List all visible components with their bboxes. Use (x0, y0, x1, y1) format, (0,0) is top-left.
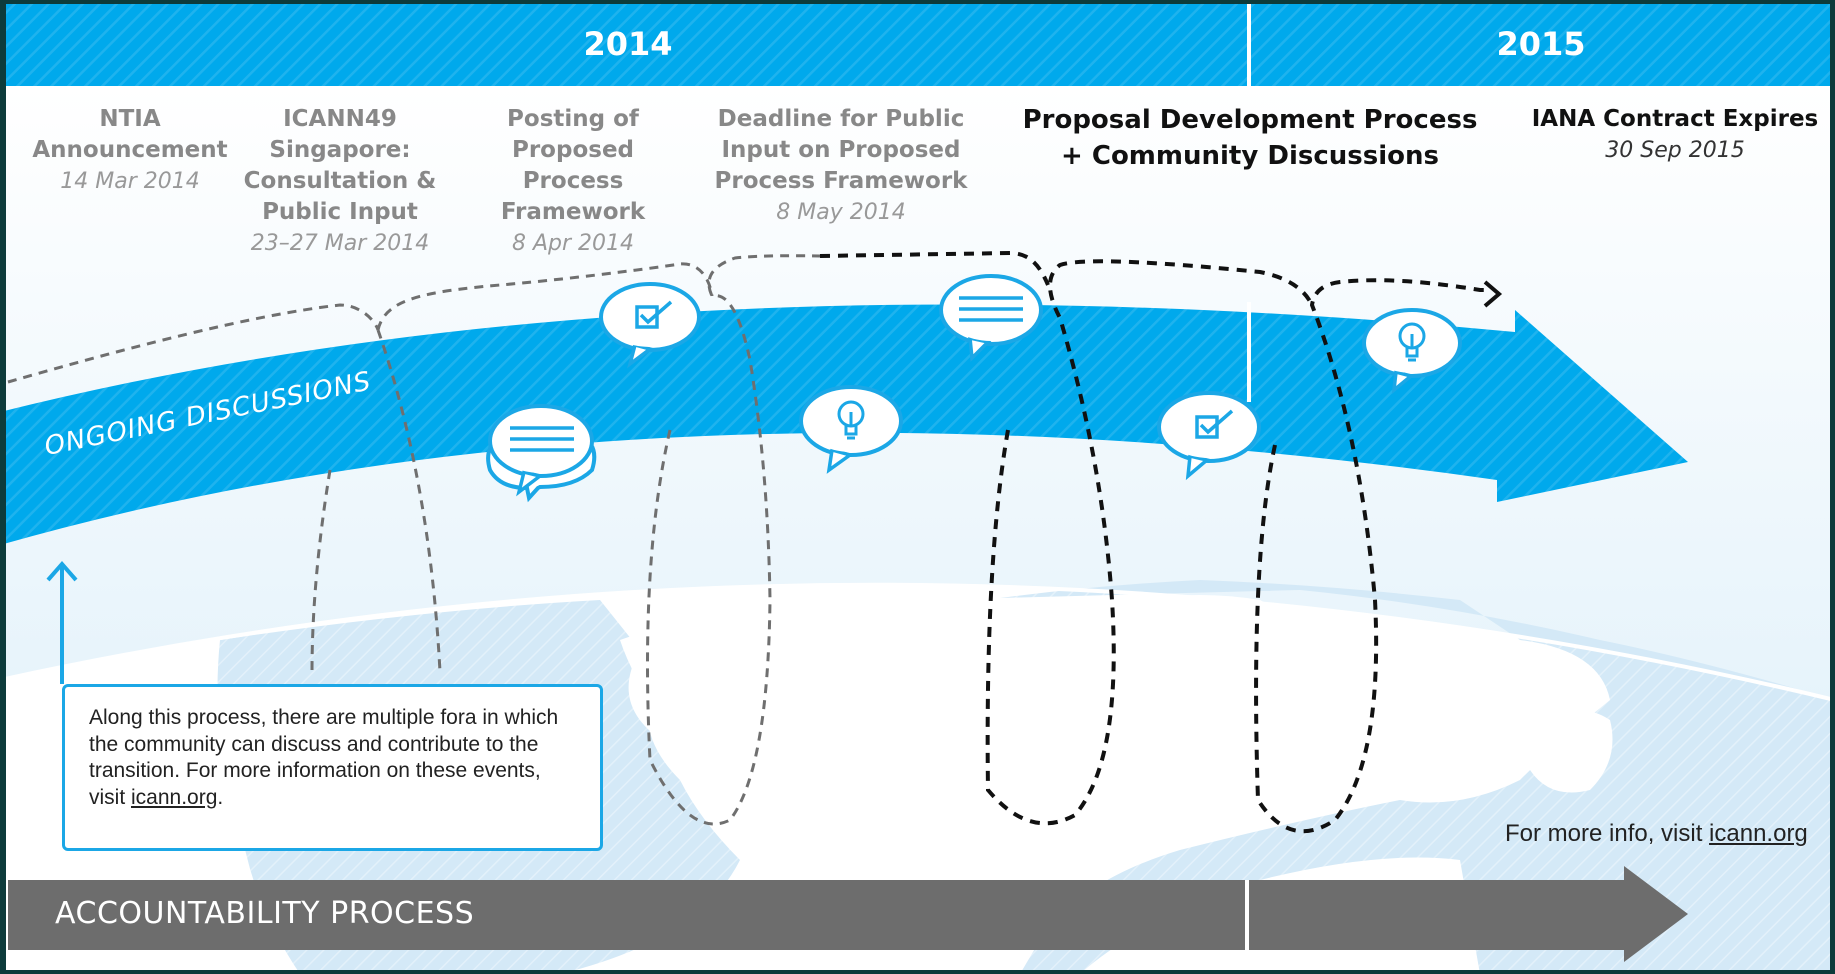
year-2015: 2015 (1496, 25, 1586, 63)
checkbox-icon (635, 300, 673, 329)
event-deadline: Deadline for Public Input on Proposed Pr… (710, 104, 972, 228)
event-title: IANA Contract Expires (1531, 106, 1819, 132)
dashed-path-gray (7, 254, 821, 826)
info-box-text-end: . (217, 785, 224, 809)
event-date: 14 Mar 2014 (60, 169, 200, 194)
event-date: 8 Apr 2014 (511, 231, 635, 256)
year-2014: 2014 (583, 25, 673, 63)
event-title: ICANN49 Singapore: Consultation & Public… (243, 106, 437, 225)
info-box-text: Along this process, there are multiple f… (89, 706, 559, 809)
accountability-process-label: ACCOUNTABILITY PROCESS (55, 896, 475, 931)
bubble-text-1 (486, 404, 597, 503)
event-title: NTIA Announcement (32, 106, 228, 163)
lightbulb-icon (837, 400, 865, 440)
accountability-arrow (8, 866, 1688, 962)
event-iana-contract: IANA Contract Expires 30 Sep 2015 (1530, 104, 1820, 166)
more-info-text: For more info, visit (1505, 820, 1710, 847)
event-date: 8 May 2014 (776, 200, 906, 225)
text-lines-icon (510, 426, 574, 452)
more-info: For more info, visit icann.org (1505, 820, 1808, 848)
info-box: Along this process, there are multiple f… (62, 684, 603, 851)
event-title: Proposal Development Process + Community… (1022, 105, 1478, 171)
event-icann49: ICANN49 Singapore: Consultation & Public… (240, 104, 440, 259)
icann-link[interactable]: icann.org (131, 785, 218, 809)
event-ntia: NTIA Announcement 14 Mar 2014 (30, 104, 230, 197)
checkbox-icon (1195, 409, 1234, 439)
event-date: 23–27 Mar 2014 (250, 231, 430, 256)
event-proposal-development: Proposal Development Process + Community… (1010, 102, 1490, 174)
bubble-bulb-2 (1362, 308, 1462, 395)
event-date: 30 Sep 2015 (1605, 138, 1745, 163)
bubble-checkbox-2 (1157, 391, 1261, 481)
event-posting: Posting of Proposed Process Framework 8 … (462, 104, 684, 259)
lightbulb-icon (1398, 322, 1426, 362)
event-title: Posting of Proposed Process Framework (500, 106, 646, 225)
bubble-text-2 (939, 274, 1043, 362)
event-title: Deadline for Public Input on Proposed Pr… (714, 106, 968, 194)
bubble-bulb-1 (799, 385, 903, 474)
dashed-path-black (819, 250, 1486, 834)
text-lines-icon (959, 296, 1023, 322)
icann-link[interactable]: icann.org (1709, 820, 1808, 847)
bubble-checkbox-1 (599, 282, 701, 369)
